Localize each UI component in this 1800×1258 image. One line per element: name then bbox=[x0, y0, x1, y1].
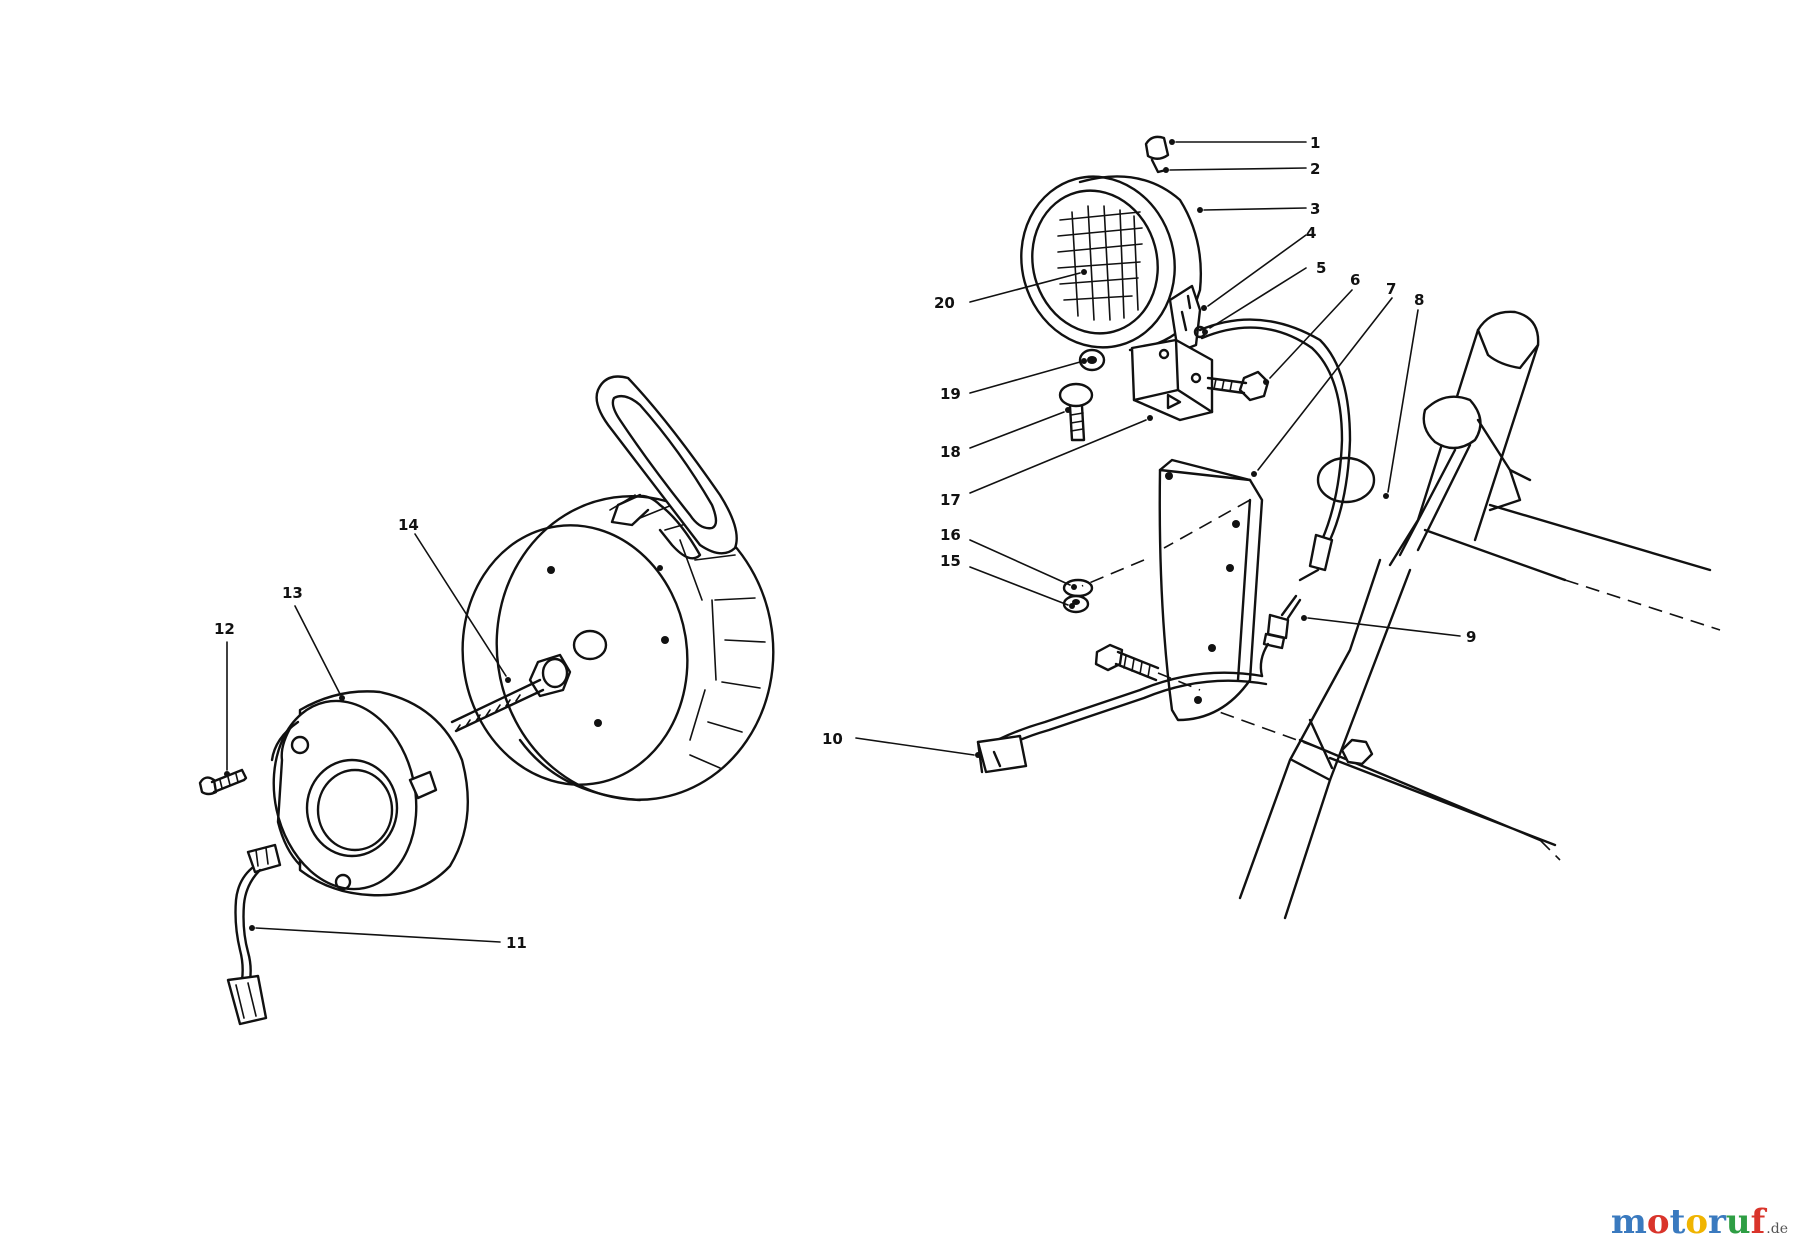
starter-lead-wire bbox=[226, 866, 268, 1026]
flywheel-housing bbox=[461, 494, 775, 802]
headlight bbox=[1020, 135, 1207, 354]
watermark-letter: u bbox=[1725, 1202, 1751, 1242]
callout-20: 20 bbox=[934, 294, 955, 312]
site-watermark: motoruf.de bbox=[1611, 1202, 1788, 1242]
watermark-letter: f bbox=[1750, 1202, 1766, 1242]
lamp-wire bbox=[976, 671, 1268, 774]
callout-3: 3 bbox=[1310, 200, 1320, 218]
lens-grid bbox=[1057, 205, 1143, 321]
callout-5: 5 bbox=[1316, 259, 1326, 277]
callout-2: 2 bbox=[1310, 160, 1320, 178]
watermark-letter: o bbox=[1685, 1202, 1708, 1242]
watermark-letter: o bbox=[1646, 1202, 1670, 1242]
watermark-letter: m bbox=[1610, 1202, 1647, 1242]
callout-15: 15 bbox=[940, 552, 961, 570]
callout-9: 9 bbox=[1466, 628, 1476, 646]
callout-18: 18 bbox=[940, 443, 961, 461]
mounting-bracket bbox=[1130, 338, 1214, 422]
plate-bolt bbox=[1094, 643, 1201, 691]
callout-10: 10 bbox=[822, 730, 843, 748]
callout-8: 8 bbox=[1414, 291, 1424, 309]
callout-17: 17 bbox=[940, 491, 961, 509]
recoil-handle bbox=[595, 375, 738, 560]
watermark-tld: .de bbox=[1766, 1221, 1788, 1237]
handlebar-frame bbox=[1199, 310, 1721, 920]
callout-6: 6 bbox=[1350, 271, 1360, 289]
callout-1: 1 bbox=[1310, 134, 1320, 152]
callout-14: 14 bbox=[398, 516, 419, 534]
callout-4: 4 bbox=[1306, 224, 1316, 242]
lamp-nut bbox=[1078, 348, 1106, 372]
callout-12: 12 bbox=[214, 620, 235, 638]
electric-starter bbox=[246, 690, 470, 897]
watermark-letter: r bbox=[1708, 1202, 1726, 1242]
starter-screw bbox=[198, 768, 248, 796]
wire-harness bbox=[1198, 318, 1376, 582]
light-switch bbox=[1259, 594, 1302, 678]
callout-labels: 1 2 3 4 5 6 7 8 9 10 11 12 13 14 15 16 1… bbox=[214, 134, 1476, 952]
carriage-bolt bbox=[1058, 382, 1094, 442]
callout-13: 13 bbox=[282, 584, 303, 602]
callout-19: 19 bbox=[940, 385, 961, 403]
shaft-with-nut bbox=[450, 653, 572, 733]
watermark-letter: t bbox=[1669, 1202, 1686, 1242]
callout-leaders bbox=[224, 139, 1461, 943]
callout-16: 16 bbox=[940, 526, 961, 544]
side-bolt bbox=[1206, 370, 1270, 402]
callout-11: 11 bbox=[506, 934, 527, 952]
support-plate bbox=[1158, 458, 1264, 722]
watermark-logo: motoruf bbox=[1611, 1202, 1765, 1242]
callout-7: 7 bbox=[1386, 280, 1396, 298]
